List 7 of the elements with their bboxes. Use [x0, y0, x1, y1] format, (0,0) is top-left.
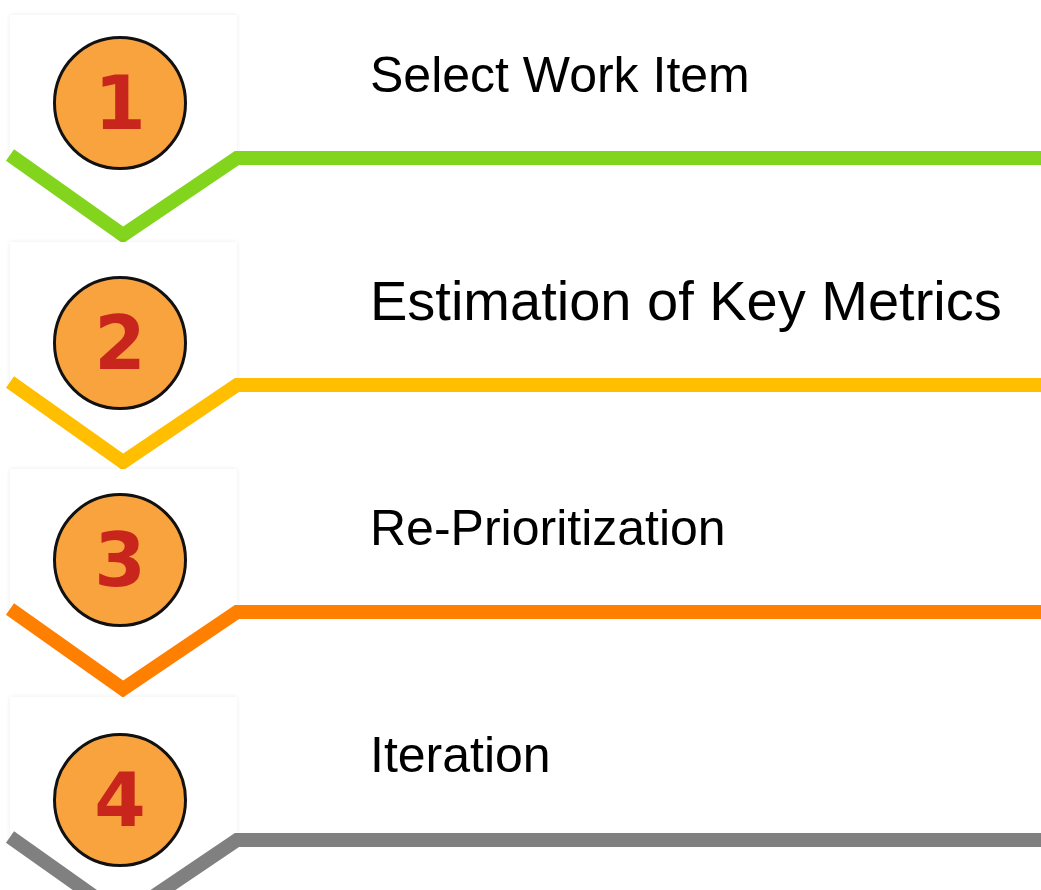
step-number: 1 [94, 66, 146, 140]
step-title: Re-Prioritization [370, 503, 726, 553]
step-number: 4 [94, 763, 146, 837]
step-title: Select Work Item [370, 50, 750, 100]
step-number: 2 [94, 306, 146, 380]
step-title: Iteration [370, 730, 551, 780]
step-number: 3 [94, 523, 146, 597]
